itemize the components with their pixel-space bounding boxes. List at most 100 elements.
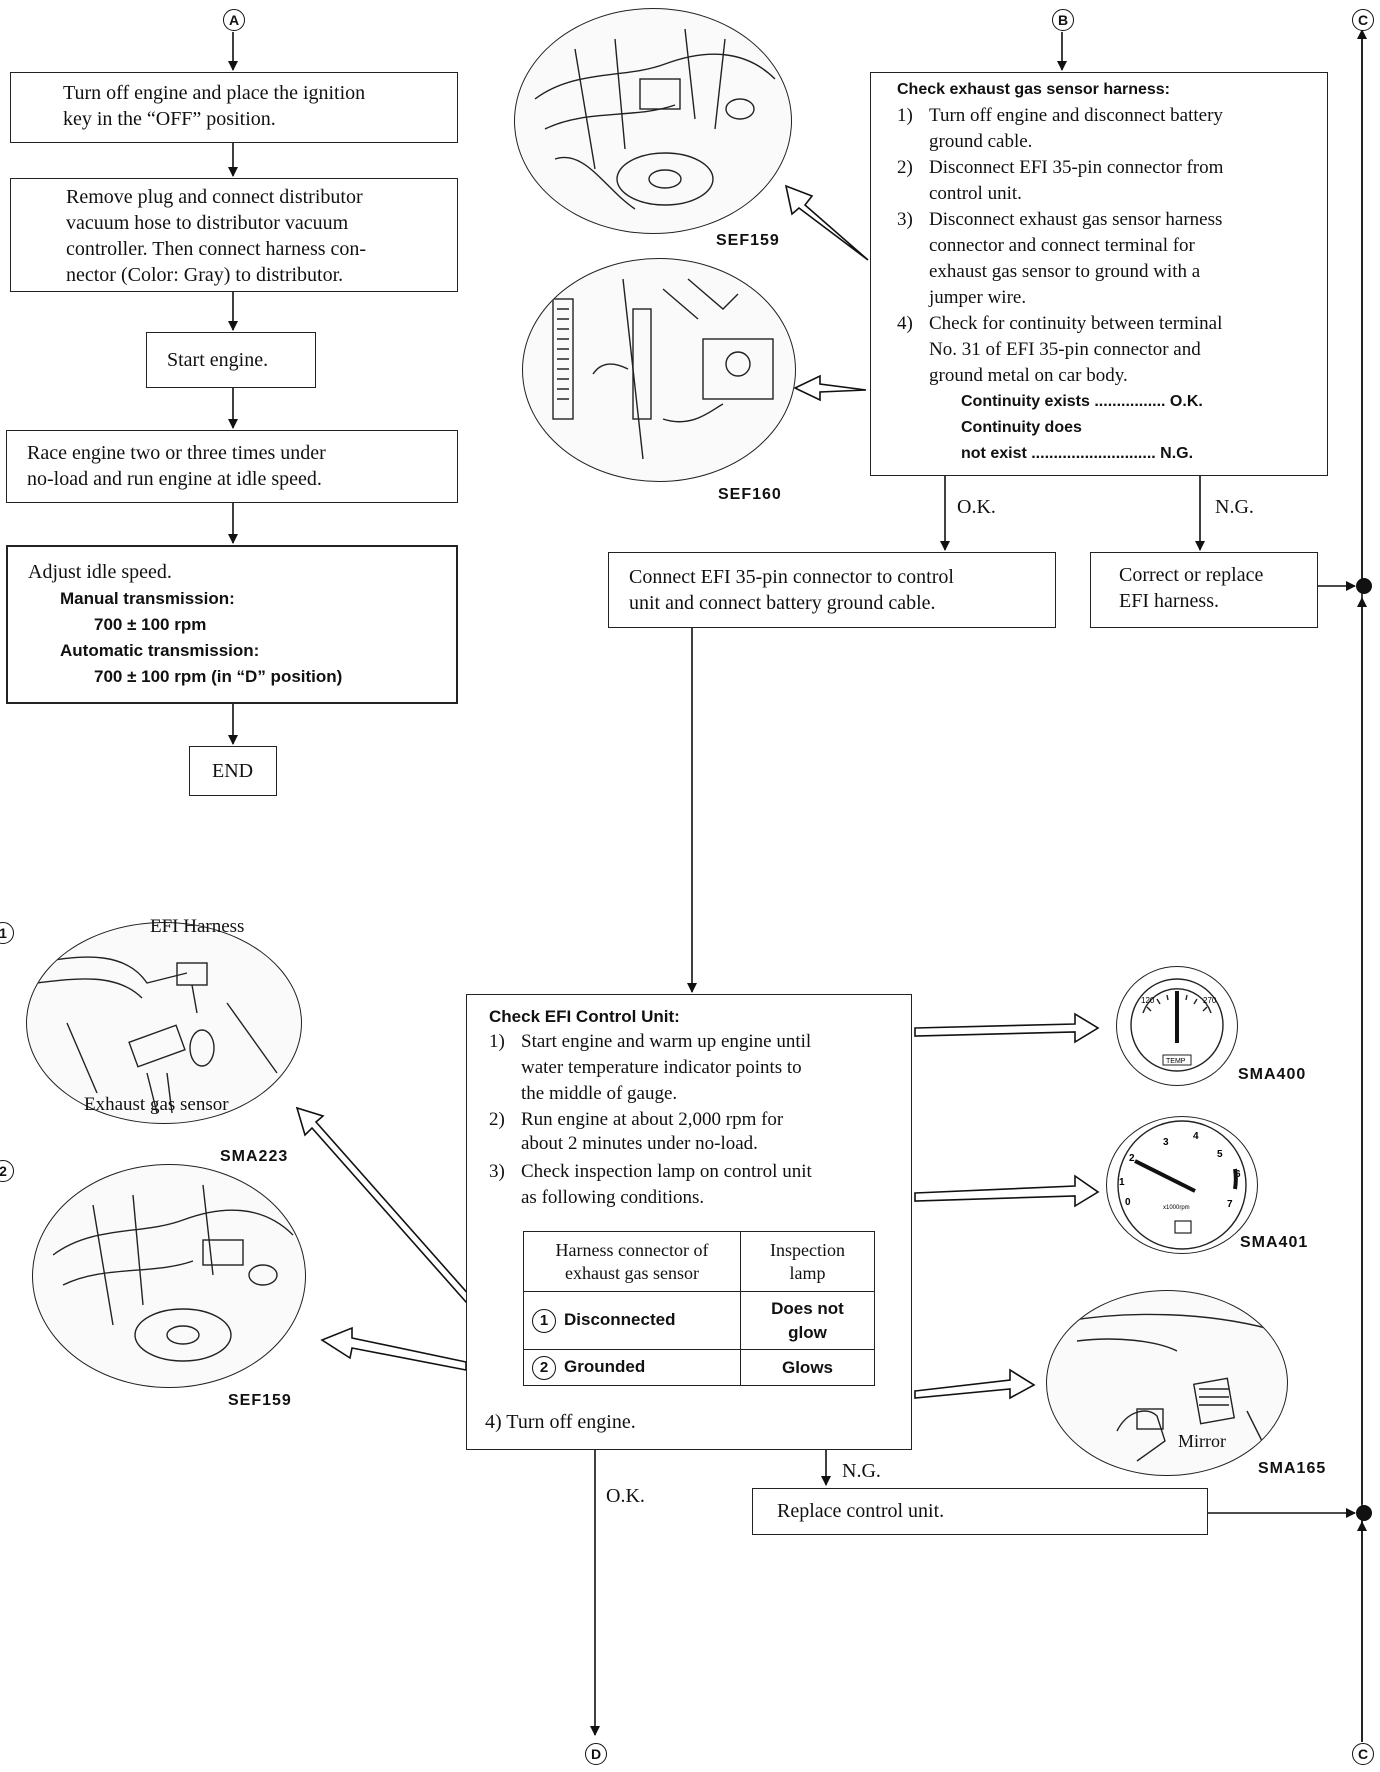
connector-c-bottom: C xyxy=(1352,1743,1374,1765)
tick-4: 4 xyxy=(1193,1131,1199,1142)
item-line: connector and connect terminal for xyxy=(929,235,1195,256)
efi-check-title: Check EFI Control Unit: xyxy=(489,1007,680,1026)
connector-a: A xyxy=(223,9,245,31)
item-number: 1) xyxy=(897,105,913,126)
step-text-line: unit and connect battery ground cable. xyxy=(629,592,936,614)
end-box: END xyxy=(189,746,277,796)
mirror-drawing xyxy=(1066,1313,1278,1462)
cell-line: Does not xyxy=(771,1298,844,1318)
mirror-inspection-illustration xyxy=(1046,1290,1288,1476)
continuity-exists: Continuity exists ................ O.K. xyxy=(961,393,1203,410)
item-line: No. 31 of EFI 35-pin connector and xyxy=(929,339,1201,360)
header-line: Harness connector of xyxy=(555,1239,709,1260)
fig-label-sef159: SEF159 xyxy=(716,232,780,249)
connector-tester-drawing xyxy=(552,278,774,460)
continuity-does: Continuity does xyxy=(961,419,1082,436)
item-line: ground metal on car body. xyxy=(929,365,1128,386)
auto-label: Automatic transmission: xyxy=(60,641,260,660)
auto-value: 700 ± 100 rpm (in “D” position) xyxy=(94,667,343,686)
fig-label-sma165: SMA165 xyxy=(1258,1460,1327,1477)
item-line: Disconnect exhaust gas sensor harness xyxy=(929,209,1223,230)
manual-label: Manual transmission: xyxy=(60,589,235,608)
item-line: Check inspection lamp on control unit xyxy=(521,1161,812,1182)
continuity-not-exist: not exist ............................ N… xyxy=(961,445,1194,462)
tick-6: 6 xyxy=(1235,1169,1241,1180)
tick-0: 0 xyxy=(1125,1197,1131,1208)
tachometer-drawing: 0 1 2 3 4 5 6 7 x1000rpm xyxy=(1117,1120,1247,1250)
step-text-line: key in the “OFF” position. xyxy=(63,108,276,130)
gauge-120: 120 xyxy=(1141,996,1155,1005)
step-text: Replace control unit. xyxy=(777,1500,945,1522)
fig-label-sef160: SEF160 xyxy=(718,486,782,503)
item-line: as following conditions. xyxy=(521,1187,705,1208)
exhaust-sensor-drawing xyxy=(36,956,278,1114)
ok-label-2: O.K. xyxy=(606,1485,645,1507)
tachometer: 0 1 2 3 4 5 6 7 x1000rpm xyxy=(1106,1116,1258,1254)
water-temp-gauge: 120 270 TEMP xyxy=(1116,966,1238,1086)
harness-check-box: Check exhaust gas sensor harness: 1) Tur… xyxy=(870,72,1328,476)
tick-3: 3 xyxy=(1163,1137,1169,1148)
step-text-line: Race engine two or three times under xyxy=(27,442,326,464)
ok-label-1: O.K. xyxy=(957,496,996,518)
step-start-engine: Start engine. xyxy=(146,332,316,388)
step-text-line: EFI harness. xyxy=(1119,590,1219,612)
fig-label-sma223: SMA223 xyxy=(220,1148,289,1165)
tick-7: 7 xyxy=(1227,1199,1233,1210)
item-line: jumper wire. xyxy=(929,287,1027,308)
ng-label-1: N.G. xyxy=(1215,496,1254,518)
end-text: END xyxy=(212,760,254,782)
circle-number: 2 xyxy=(532,1355,556,1380)
gauge-temp: TEMP xyxy=(1166,1058,1186,1065)
cell-text: Disconnected xyxy=(564,1309,676,1329)
cell-line: glow xyxy=(788,1322,827,1342)
item-line: Disconnect EFI 35-pin connector from xyxy=(929,157,1224,178)
item-line: about 2 minutes under no-load. xyxy=(521,1133,758,1154)
item-number: 1) xyxy=(489,1031,505,1052)
step-text-line: Turn off engine and place the ignition xyxy=(63,82,366,104)
step-text-line: nector (Color: Gray) to distributor. xyxy=(66,264,344,286)
exhaust-sensor-illustration xyxy=(26,922,302,1124)
step-adjust-idle-speed: Adjust idle speed. Manual transmission: … xyxy=(6,545,458,704)
col-header-lamp: Inspection lamp xyxy=(740,1231,875,1292)
row-disconnected: 1 Disconnected xyxy=(523,1291,741,1350)
header-line: exhaust gas sensor xyxy=(565,1262,699,1283)
step-text: Start engine. xyxy=(167,349,269,371)
circle-number: 1 xyxy=(532,1308,556,1333)
header-line: lamp xyxy=(789,1262,826,1283)
cell-glows: Glows xyxy=(740,1349,875,1386)
step-text-line: vacuum hose to distributor vacuum xyxy=(66,212,349,234)
exhaust-sensor-callout: Exhaust gas sensor xyxy=(84,1094,229,1115)
ng-label-2: N.G. xyxy=(842,1460,881,1482)
item-number: 2) xyxy=(897,157,913,178)
mirror-callout: Mirror xyxy=(1178,1431,1226,1451)
connector-d: D xyxy=(585,1743,607,1765)
connector-tester-illustration xyxy=(522,258,796,482)
step-text-line: Remove plug and connect distributor xyxy=(66,186,363,208)
item-number: 3) xyxy=(489,1161,505,1182)
step-text-line: Connect EFI 35-pin connector to control xyxy=(629,566,954,588)
efi-item-4: 4) Turn off engine. xyxy=(485,1411,636,1433)
item-number: 2) xyxy=(489,1109,505,1130)
step-text-line: Correct or replace xyxy=(1119,564,1264,586)
efi-harness-callout: EFI Harness xyxy=(150,916,245,937)
replace-control-unit-box: Replace control unit. xyxy=(752,1488,1208,1535)
step-turn-off-engine: Turn off engine and place the ignition k… xyxy=(10,72,458,143)
item-number: 4) xyxy=(897,313,913,334)
connector-c-top: C xyxy=(1352,9,1374,31)
tick-5: 5 xyxy=(1217,1149,1223,1160)
step-text-line: controller. Then connect harness con- xyxy=(66,238,367,260)
item-line: exhaust gas sensor to ground with a xyxy=(929,261,1201,282)
gauge-270: 270 xyxy=(1203,996,1217,1005)
temp-gauge-drawing: 120 270 TEMP xyxy=(1130,978,1224,1072)
step-connect-vacuum-hose: Remove plug and connect distributor vacu… xyxy=(10,178,458,292)
engine-bay-illustration-lower xyxy=(32,1164,306,1388)
item-line: Run engine at about 2,000 rpm for xyxy=(521,1109,784,1130)
item-line: Start engine and warm up engine until xyxy=(521,1031,812,1052)
engine-bay-drawing xyxy=(534,28,776,210)
header-line: Inspection xyxy=(770,1239,845,1260)
efi-control-check-box: Check EFI Control Unit: 1) Start engine … xyxy=(466,994,912,1450)
col-header-harness: Harness connector of exhaust gas sensor xyxy=(523,1231,741,1292)
idle-title: Adjust idle speed. xyxy=(28,561,172,583)
